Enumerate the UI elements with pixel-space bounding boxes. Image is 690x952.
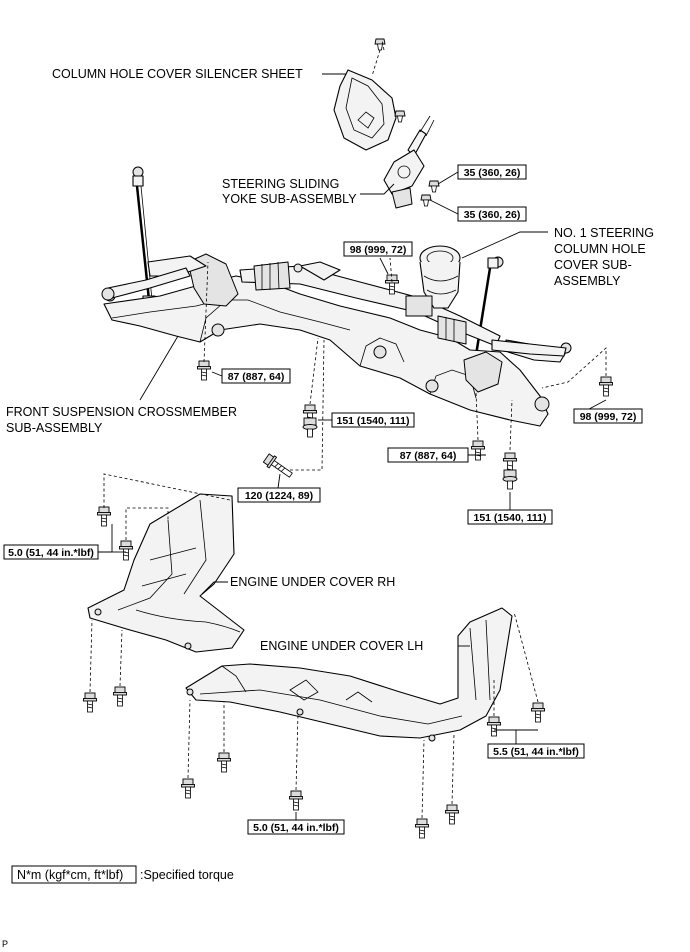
label-no1-steering-cover-line4: ASSEMBLY (554, 274, 621, 288)
column-hole-cover-silencer-sheet (333, 69, 397, 151)
label-steering-sliding-yoke-line1: STEERING SLIDING (222, 177, 339, 191)
front-suspension-crossmember (103, 253, 572, 427)
lh-cover-bolt-side-left-icon (487, 716, 501, 737)
torque-box-cross-mid-151: 151 (1540, 111) (331, 412, 415, 428)
torque-box-rack-top: 98 (999, 72) (343, 241, 413, 257)
label-no1-steering-cover-line1: NO. 1 STEERING (554, 226, 654, 240)
torque-box-cross-left-87: 87 (887, 64) (221, 368, 291, 384)
torque-box-lh-cover: 5.5 (51, 44 in.*lbf) (487, 743, 585, 759)
engine-under-cover-lh (185, 607, 513, 742)
lh-cover-bolt-bottom-right-icon (445, 804, 459, 825)
torque-rack-right: 98 (999, 72) (580, 411, 637, 423)
label-no1-steering-cover-line3: COVER SUB- (554, 258, 632, 272)
no1-steering-column-hole-cover (405, 245, 461, 317)
rh-cover-bolt-low-right-icon (113, 686, 127, 707)
torque-cross-mid-151: 151 (1540, 111) (337, 415, 410, 427)
rh-cover-bolt-mid-icon (119, 540, 133, 561)
lh-cover-bolt-far-left-icon (181, 778, 195, 799)
torque-yoke-lower: 35 (360, 26) (464, 209, 521, 221)
torque-box-yoke-lower: 35 (360, 26) (457, 206, 527, 222)
label-no1-steering-cover-line2: COLUMN HOLE (554, 242, 646, 256)
torque-box-cross-right-87: 87 (887, 64) (387, 447, 469, 463)
rh-cover-bolt-top-icon (97, 506, 111, 527)
lh-cover-bolt-bottom-left-icon (415, 818, 429, 839)
torque-box-rh-cover: 5.0 (51, 44 in.*lbf) (3, 544, 99, 560)
yoke-bolt-lower-icon (420, 194, 432, 207)
yoke-bolt-upper-icon (428, 180, 440, 193)
label-engine-under-cover-lh: ENGINE UNDER COVER LH (260, 639, 423, 653)
label-steering-sliding-yoke-line2: YOKE SUB-ASSEMBLY (222, 192, 357, 206)
torque-rack-top: 98 (999, 72) (350, 244, 407, 256)
torque-cross-rear-120: 120 (1224, 89) (245, 490, 313, 502)
torque-rh-cover: 5.0 (51, 44 in.*lbf) (8, 547, 94, 559)
torque-box-rack-right: 98 (999, 72) (573, 408, 643, 424)
rack-bolt-right-icon (599, 376, 613, 397)
label-column-hole-cover-silencer-sheet: COLUMN HOLE COVER SILENCER SHEET (52, 67, 303, 81)
torque-cross-left-87: 87 (887, 64) (228, 371, 285, 383)
torque-cross-right-151: 151 (1540, 111) (474, 512, 547, 524)
torque-yoke-upper: 35 (360, 26) (464, 167, 521, 179)
crossmember-bolt-left-icon (197, 360, 211, 381)
label-front-suspension-crossmember-line1: FRONT SUSPENSION CROSSMEMBER (6, 405, 237, 419)
corner-mark: P (2, 939, 8, 949)
lh-cover-bolt-left-icon (217, 752, 231, 773)
torque-bottom-cover: 5.0 (51, 44 in.*lbf) (253, 822, 339, 834)
lh-cover-bolt-side-right-icon (531, 702, 545, 723)
torque-box-bottom-cover: 5.0 (51, 44 in.*lbf) (247, 819, 345, 835)
steering-sliding-yoke (383, 115, 435, 209)
silencer-clip-right-icon (394, 110, 406, 123)
legend-text: :Specified torque (140, 868, 234, 882)
torque-legend: N*m (kgf*cm, ft*lbf) :Specified torque (11, 865, 234, 884)
torque-box-cross-right-151: 151 (1540, 111) (467, 509, 553, 525)
label-front-suspension-crossmember-line2: SUB-ASSEMBLY (6, 421, 103, 435)
bottom-cover-bolt-icon (289, 790, 303, 811)
tie-rod-left (101, 267, 191, 301)
crossmember-washer-far-right-icon (502, 469, 518, 490)
crossmember-rear-bolt-icon (262, 452, 296, 481)
crossmember-bolt-right-icon (471, 440, 485, 461)
torque-lh-cover: 5.5 (51, 44 in.*lbf) (493, 746, 579, 758)
rh-cover-bolt-low-left-icon (83, 692, 97, 713)
tie-rod-right (491, 339, 567, 357)
legend-unit-box: N*m (kgf*cm, ft*lbf) (17, 868, 123, 882)
torque-cross-right-87: 87 (887, 64) (400, 450, 457, 462)
crossmember-washer-mid-icon (302, 417, 318, 438)
torque-box-yoke-upper: 35 (360, 26) (457, 164, 527, 180)
label-engine-under-cover-rh: ENGINE UNDER COVER RH (230, 575, 395, 589)
engine-under-cover-rh (87, 493, 245, 653)
torque-box-cross-rear-120: 120 (1224, 89) (237, 487, 321, 503)
